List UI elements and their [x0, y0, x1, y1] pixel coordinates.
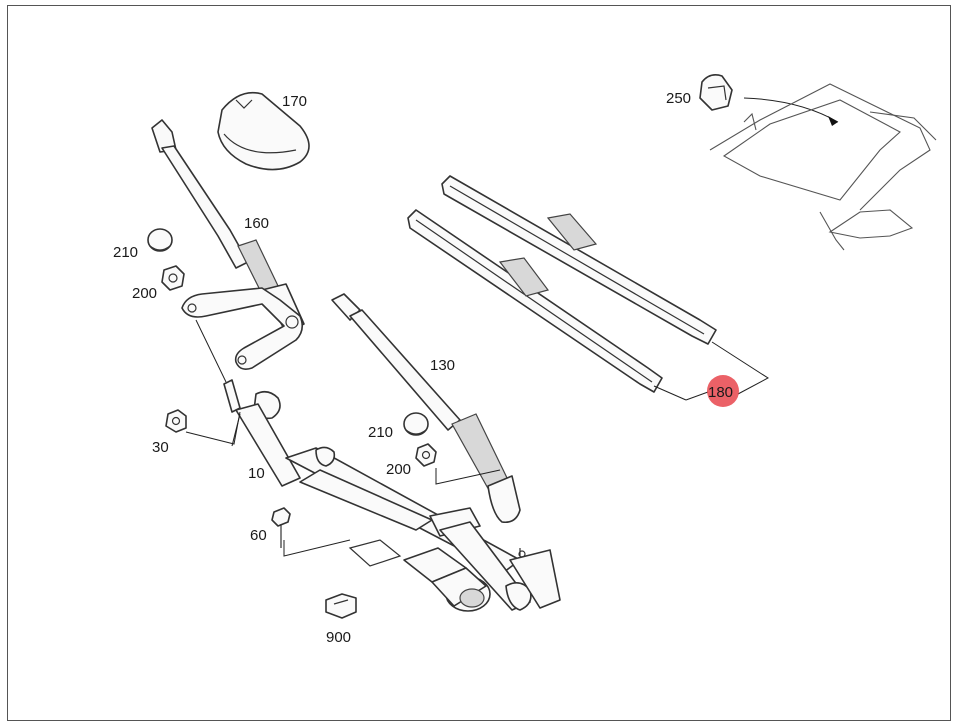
- callout-200-right: 200: [386, 461, 411, 478]
- bolt-60: [271, 507, 291, 548]
- wiper-linkage-10: [223, 379, 561, 611]
- callout-30: 30: [152, 439, 169, 456]
- linkage-bracket: [181, 287, 304, 370]
- callout-labels: 170 160 210 200 30 10 130 210 200 60 900…: [113, 90, 733, 646]
- leader-lines: [185, 319, 769, 557]
- highlight-180: [707, 375, 739, 407]
- callout-160: 160: [244, 215, 269, 232]
- windshield-sketch: [709, 83, 937, 251]
- wiper-blade-lower: [407, 209, 663, 393]
- callout-200-left: 200: [132, 285, 157, 302]
- wiper-blade-upper: [441, 175, 717, 345]
- callout-60: 60: [250, 527, 267, 544]
- cover-cap-170: [217, 91, 310, 171]
- pointer-arrow: [743, 97, 839, 123]
- wiper-motor: [403, 547, 491, 612]
- callout-210-left: 210: [113, 244, 138, 261]
- callout-210-right: 210: [368, 424, 393, 441]
- arrow-head: [828, 116, 838, 126]
- clip-250: [699, 74, 733, 111]
- cap-210-left: [147, 228, 173, 252]
- nut-30: [165, 409, 187, 433]
- nut-200-left: [161, 265, 185, 291]
- callout-180: 180: [708, 384, 733, 401]
- callout-170: 170: [282, 93, 307, 110]
- connector-900: [325, 593, 357, 619]
- callout-250: 250: [666, 90, 691, 107]
- nut-200-right: [415, 443, 437, 467]
- callout-10: 10: [248, 465, 265, 482]
- cap-210-right: [403, 412, 429, 436]
- callout-130: 130: [430, 357, 455, 374]
- callout-900: 900: [326, 629, 351, 646]
- wiper-arm-130: [331, 293, 521, 524]
